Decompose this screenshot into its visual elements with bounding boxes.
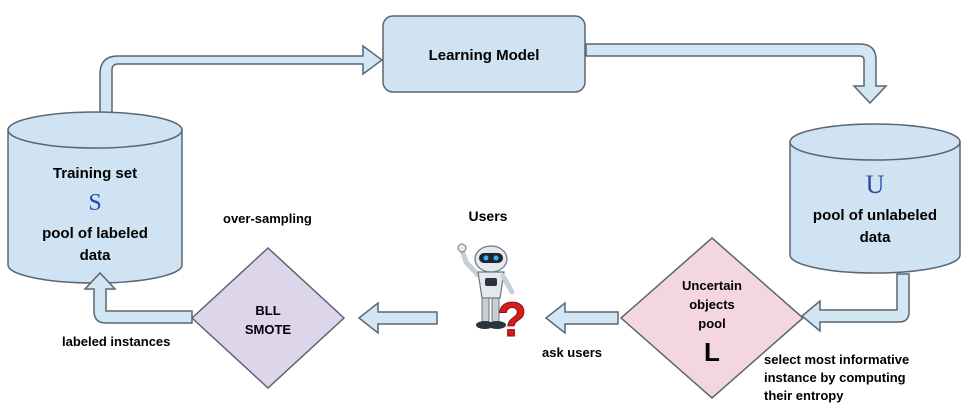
uncertain-symbol: L	[704, 337, 720, 367]
bll-line1: BLL	[255, 303, 280, 318]
question-mark-icon: ?	[497, 294, 527, 348]
labeled-instances-label: labeled instances	[62, 334, 170, 349]
learning-model-box: Learning Model	[382, 15, 586, 93]
learning-model-label: Learning Model	[429, 47, 540, 64]
svg-text:?: ?	[497, 294, 526, 347]
training-set-symbol: S	[88, 190, 101, 216]
unlabeled-pool-symbol: U	[866, 170, 885, 199]
select-informative-line1: select most informative	[764, 352, 909, 367]
uncertain-line3: pool	[698, 316, 725, 331]
arrow-training-to-model	[99, 44, 384, 119]
training-set-line2: data	[80, 247, 112, 264]
unlabeled-pool-cylinder: U pool of unlabeled data	[789, 123, 961, 274]
training-set-title: Training set	[53, 165, 137, 182]
select-informative-line2: instance by computing	[764, 370, 906, 385]
bll-smote-diamond: BLL SMOTE	[190, 246, 346, 390]
users-label: Users	[469, 208, 508, 224]
unlabeled-pool-line2: data	[860, 229, 892, 246]
arrow-unlabeled-to-uncertain	[800, 273, 910, 333]
arrow-model-to-unlabeled	[585, 43, 888, 105]
bll-line2: SMOTE	[245, 322, 292, 337]
ask-users-label: ask users	[542, 345, 602, 360]
uncertain-line2: objects	[689, 297, 735, 312]
over-sampling-label: over-sampling	[223, 211, 312, 226]
training-set-cylinder: Training set S pool of labeled data	[7, 111, 183, 284]
unlabeled-pool-line1: pool of unlabeled	[813, 207, 937, 224]
arrow-users-to-bll	[357, 301, 438, 335]
select-informative-line3: their entropy	[764, 388, 844, 403]
uncertain-line1: Uncertain	[682, 278, 742, 293]
arrow-uncertain-to-users	[544, 301, 619, 335]
uncertain-objects-diamond: Uncertain objects pool L	[619, 237, 805, 399]
users-robot-icon: Users	[457, 208, 515, 329]
arrow-bll-to-training	[83, 271, 193, 324]
training-set-line1: pool of labeled	[42, 225, 148, 242]
